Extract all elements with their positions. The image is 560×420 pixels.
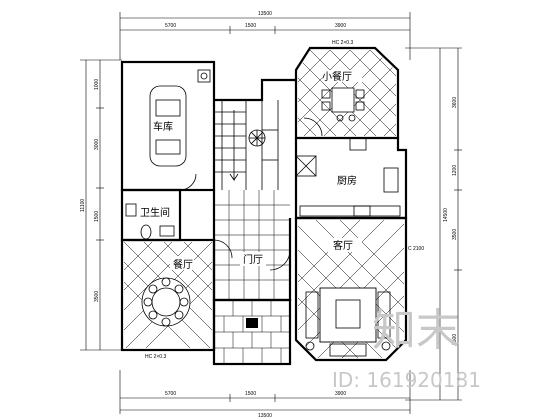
plant-icon	[248, 129, 266, 147]
dim-left-1: 1000	[94, 79, 100, 90]
small-dining-label: 小餐厅	[322, 70, 352, 83]
living-label: 客厅	[333, 239, 353, 252]
living-room: 客厅	[298, 217, 404, 358]
foyer-label: 门厅	[243, 253, 263, 266]
top-window-note: HC 2×0.3	[332, 40, 353, 46]
dim-left-2: 3000	[94, 139, 100, 150]
dim-right-2: 1200	[452, 165, 458, 176]
dim-right-4: 3500	[452, 334, 458, 345]
dim-top-right: 3900	[335, 23, 346, 29]
dim-right-1: 3600	[452, 97, 458, 108]
small-dining-room: 小餐厅	[298, 50, 396, 137]
dining-label: 餐厅	[173, 258, 193, 271]
garage-label: 车库	[153, 120, 173, 133]
bathroom-label: 卫生间	[140, 206, 170, 219]
dim-bottom-mid: 1500	[245, 391, 256, 397]
dim-left-4: 3500	[94, 291, 100, 302]
bottom-window-note: HC 2×0.3	[145, 354, 166, 360]
watermark-id: ID: 161920181	[332, 368, 481, 392]
top-dimensions: 13500 5700 1500 3900 HC 2×0.3	[119, 11, 411, 60]
right-dimensions: 14500 3600 1200 3500 3500 C 2100	[405, 47, 462, 401]
dim-bottom-left: 5700	[165, 391, 176, 397]
dim-bottom-overall: 13500	[258, 413, 272, 419]
doors	[179, 173, 291, 271]
dim-left-3: 1500	[94, 211, 100, 222]
dim-bottom-right: 3900	[335, 391, 346, 397]
dim-top-left: 5700	[165, 23, 176, 29]
watermark-logo: 知末	[372, 305, 460, 356]
kitchen-room: 厨房	[295, 137, 401, 217]
dim-top-overall: 13500	[258, 11, 272, 17]
kitchen-label: 厨房	[337, 174, 357, 187]
right-window-note: C 2100	[408, 246, 424, 252]
left-dimensions: 11100 1000 3000 1500 3500	[80, 59, 122, 351]
garage-room: 车库	[149, 69, 211, 167]
watermark: 知末 ID: 161920181	[332, 305, 481, 392]
entrance-porch	[214, 300, 290, 364]
bathroom-room: 卫生间	[125, 203, 175, 240]
dining-room: 餐厅	[124, 242, 212, 348]
dim-top-mid: 1500	[245, 23, 256, 29]
dim-left-overall: 11100	[80, 199, 86, 212]
dim-right-3: 3500	[452, 229, 458, 240]
dim-right-overall: 14500	[443, 208, 449, 222]
bottom-dimensions: 5700 1500 3900 13500 HC 2×0.3	[119, 354, 411, 419]
foyer-room: 门厅	[214, 190, 290, 300]
stairs	[214, 100, 279, 190]
